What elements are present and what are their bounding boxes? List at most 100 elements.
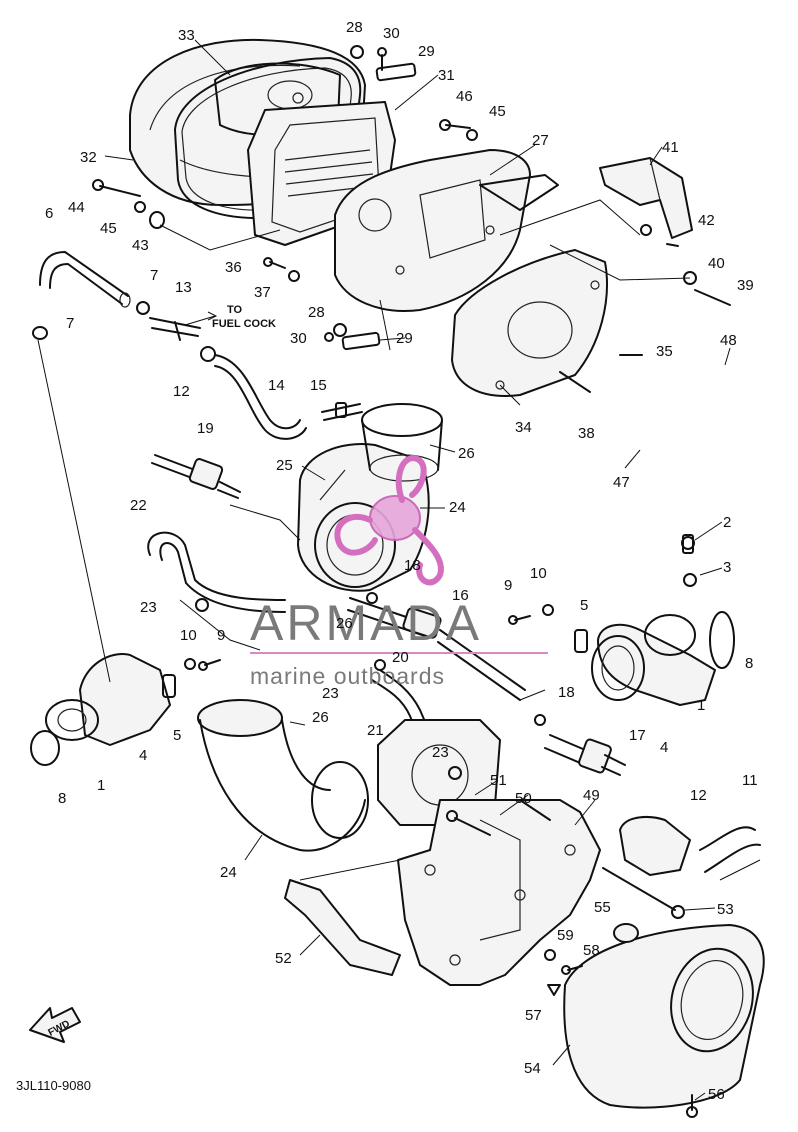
watermark-logo <box>334 454 444 586</box>
callout-29-lower: 29 <box>396 330 413 347</box>
callout-29: 29 <box>418 43 435 60</box>
callout-8: 8 <box>58 790 66 807</box>
callout-6: 6 <box>45 205 53 222</box>
callout-20: 20 <box>392 649 409 666</box>
callout-45: 45 <box>489 103 506 120</box>
callouts: 1 2 3 4 5 6 7 8 9 10 11 12 13 14 15 16 1… <box>45 19 758 1103</box>
o-ring-8-left <box>30 730 60 766</box>
callout-34: 34 <box>515 419 532 436</box>
callout-7-left: 7 <box>66 315 74 332</box>
callout-35: 35 <box>656 343 673 360</box>
callout-50: 50 <box>515 790 532 807</box>
callout-2: 2 <box>723 514 731 531</box>
watermark-brand: ARMADA <box>250 595 482 651</box>
callout-4: 4 <box>139 747 147 764</box>
callout-10-left: 10 <box>180 627 197 644</box>
o-ring-8-right <box>709 611 735 669</box>
callout-30: 30 <box>383 25 400 42</box>
callout-39: 39 <box>737 277 754 294</box>
callout-22: 22 <box>130 497 147 514</box>
callout-21: 21 <box>367 722 384 739</box>
callout-41: 41 <box>662 139 679 156</box>
callout-46: 46 <box>456 88 473 105</box>
callout-10: 10 <box>530 565 547 582</box>
callout-7: 7 <box>150 267 158 284</box>
hose-clip-7 <box>32 301 150 340</box>
note-to: TO <box>227 304 243 316</box>
callout-30-lower: 30 <box>290 330 307 347</box>
callout-9-left: 9 <box>217 627 225 644</box>
callout-53: 53 <box>717 901 734 918</box>
intake-manifold-right <box>591 614 716 706</box>
callout-12: 12 <box>690 787 707 804</box>
callout-49: 49 <box>583 787 600 804</box>
fwd-arrow-icon: FWD <box>29 1007 81 1043</box>
callout-8-right: 8 <box>745 655 753 672</box>
callout-12-upper: 12 <box>173 383 190 400</box>
callout-57: 57 <box>525 1007 542 1024</box>
callout-25: 25 <box>276 457 293 474</box>
joint-16 <box>347 597 526 701</box>
intake-joint-24 <box>197 699 369 852</box>
callout-13: 13 <box>175 279 192 296</box>
callout-40: 40 <box>708 255 725 272</box>
hardware <box>92 45 731 1118</box>
callout-11: 11 <box>742 772 758 789</box>
callout-15: 15 <box>310 377 327 394</box>
note-fuel-cock: FUEL COCK <box>212 318 276 330</box>
callout-59: 59 <box>557 927 574 944</box>
callout-24: 24 <box>449 499 466 516</box>
joint-11 <box>619 816 761 876</box>
callout-45-left: 45 <box>100 220 117 237</box>
callout-14: 14 <box>268 377 285 394</box>
callout-56: 56 <box>708 1086 725 1103</box>
joint-17 <box>544 734 626 776</box>
callout-31: 31 <box>438 67 455 84</box>
callout-58: 58 <box>583 942 600 959</box>
fitting-15 <box>321 402 363 421</box>
callout-52: 52 <box>275 950 292 967</box>
callout-51: 51 <box>490 772 507 789</box>
callout-26: 26 <box>458 445 475 462</box>
watermark-tagline: marine outboards <box>250 663 445 689</box>
callout-5: 5 <box>173 727 181 744</box>
callout-4-right: 4 <box>660 739 668 756</box>
intake-joint-26-upper <box>361 403 443 482</box>
callout-23: 23 <box>140 599 157 616</box>
callout-9: 9 <box>504 577 512 594</box>
callout-32: 32 <box>80 149 97 166</box>
part-code: 3JL110-9080 <box>16 1078 91 1093</box>
intake-manifold-left <box>45 653 171 746</box>
hose-22 <box>147 531 286 613</box>
callout-16: 16 <box>452 587 469 604</box>
callout-48: 48 <box>720 332 737 349</box>
callout-54: 54 <box>524 1060 541 1077</box>
callout-19: 19 <box>197 420 214 437</box>
air-cleaner-backplate <box>334 149 559 312</box>
cap-55 <box>613 923 639 943</box>
callout-26-lower: 26 <box>312 709 329 726</box>
air-cleaner-cover-54 <box>563 924 765 1109</box>
bolt-53 <box>602 867 685 919</box>
callout-27: 27 <box>532 132 549 149</box>
callout-44: 44 <box>68 199 85 216</box>
bracket-49 <box>397 799 601 986</box>
callout-5-right: 5 <box>580 597 588 614</box>
callout-42: 42 <box>698 212 715 229</box>
bracket-52 <box>284 879 401 976</box>
callout-33: 33 <box>178 27 195 44</box>
callout-43: 43 <box>132 237 149 254</box>
callout-24-lower: 24 <box>220 864 237 881</box>
callout-36: 36 <box>225 259 242 276</box>
watermark: ARMADA marine outboards <box>250 454 548 689</box>
callout-55: 55 <box>594 899 611 916</box>
callout-18-right: 18 <box>558 684 575 701</box>
bracket-41 <box>599 157 693 239</box>
callout-28-lower: 28 <box>308 304 325 321</box>
joint-19 <box>151 454 241 499</box>
callout-37: 37 <box>254 284 271 301</box>
side-cover-34 <box>451 249 608 397</box>
breather-hose-6 <box>39 251 131 308</box>
callout-17: 17 <box>629 727 646 744</box>
